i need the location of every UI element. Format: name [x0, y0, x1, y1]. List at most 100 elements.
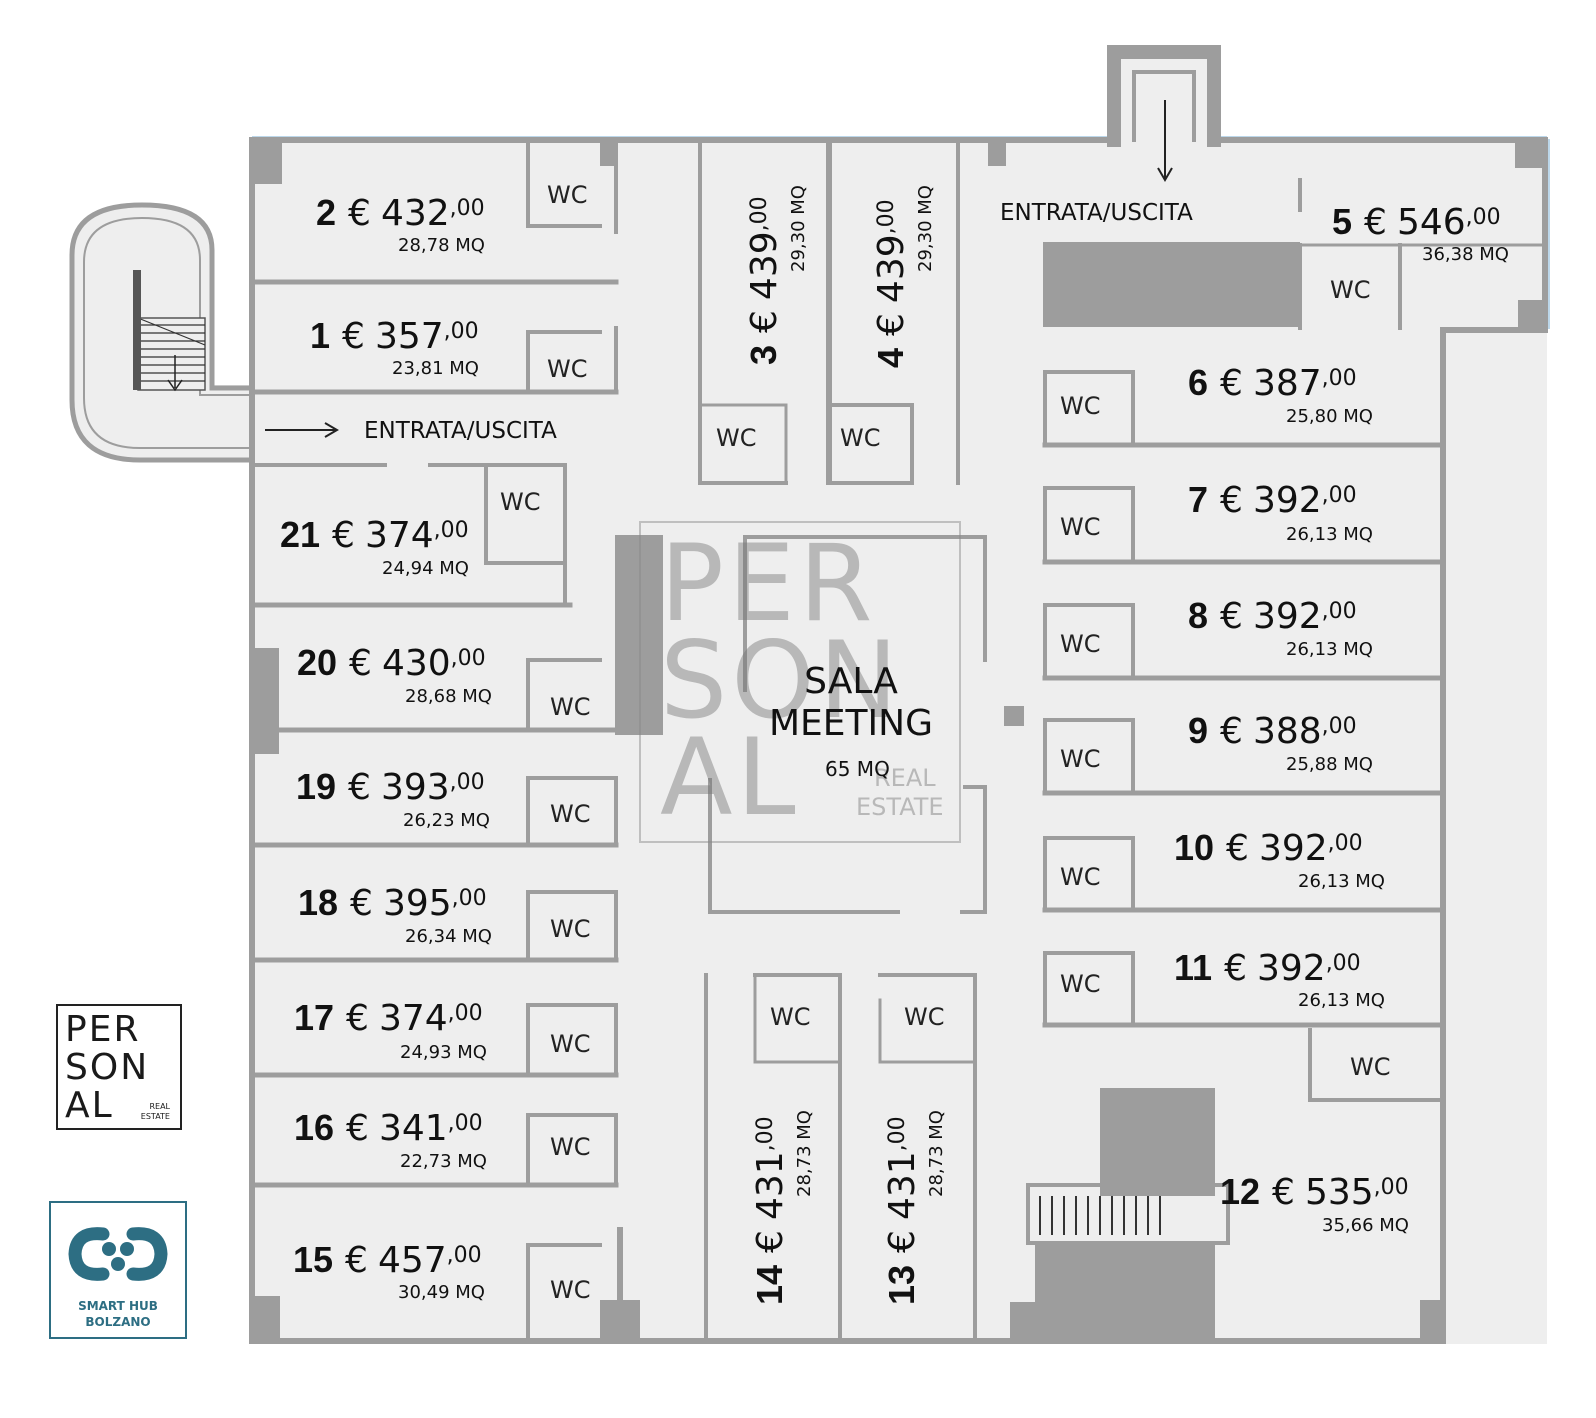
wc-label: WC	[1060, 513, 1101, 541]
watermark-line3: AL	[660, 716, 800, 839]
unit-number: 9	[1188, 710, 1208, 751]
unit-area: 24,94 MQ	[382, 558, 469, 579]
unit-area: 23,81 MQ	[392, 358, 479, 379]
unit-area: 28,73 MQ	[926, 1110, 947, 1197]
unit-5: 5€546,00 36,38 MQ	[1332, 201, 1509, 265]
wc-label: WC	[1060, 863, 1101, 891]
unit-area: 26,13 MQ	[1298, 990, 1385, 1011]
unit-price: 341	[379, 1108, 448, 1149]
unit-number: 13	[881, 1265, 922, 1305]
logo-sub2: ESTATE	[140, 1112, 170, 1121]
hub-line1: SMART HUB	[78, 1299, 158, 1313]
unit-price: 439	[744, 231, 785, 300]
unit-area: 28,78 MQ	[398, 235, 485, 256]
unit-price-cents: ,00	[444, 319, 479, 344]
unit-area: 26,23 MQ	[403, 810, 490, 831]
unit-number: 8	[1188, 595, 1208, 636]
wc-label: WC	[550, 693, 591, 721]
svg-text:12€535,00: 12€535,00	[1220, 1171, 1409, 1213]
svg-text:1€357,00: 1€357,00	[310, 315, 479, 357]
unit-number: 3	[743, 345, 784, 365]
stair-left	[133, 270, 206, 392]
unit-number: 14	[749, 1265, 790, 1305]
unit-price-cents: ,00	[1326, 951, 1361, 976]
unit-price-cents: ,00	[448, 1111, 483, 1136]
unit-number: 10	[1174, 827, 1214, 868]
unit-price-cents: ,00	[1322, 483, 1357, 508]
floor-area	[72, 52, 1547, 1344]
unit-price: 392	[1259, 828, 1328, 869]
wc-label: WC	[547, 181, 588, 209]
unit-price-cents: ,00	[1374, 1175, 1409, 1200]
unit-price: 430	[382, 643, 451, 684]
currency-symbol: €	[346, 998, 369, 1039]
svg-text:8€392,00: 8€392,00	[1188, 595, 1357, 637]
meeting-area: 65 MQ	[825, 757, 890, 781]
unit-price: 388	[1253, 711, 1322, 752]
svg-text:10€392,00: 10 €392,00	[1174, 827, 1363, 869]
unit-price-cents: ,00	[753, 1116, 778, 1151]
unit-price: 432	[381, 193, 450, 234]
watermark-line1: PER	[660, 522, 877, 645]
svg-text:15€457,00: 15€457,00	[293, 1239, 482, 1281]
unit-price: 374	[365, 515, 434, 556]
unit-9: 9€388,00 25,88 MQ	[1188, 710, 1373, 775]
unit-area: 22,73 MQ	[400, 1151, 487, 1172]
unit-11: 11 €392,00 26,13 MQ	[1174, 947, 1385, 1011]
unit-area: 35,66 MQ	[1322, 1215, 1409, 1236]
unit-price-cents: ,00	[1322, 714, 1357, 739]
currency-symbol: €	[1224, 948, 1247, 989]
wc-label: WC	[500, 488, 541, 516]
unit-number: 7	[1188, 479, 1208, 520]
unit-price: 374	[379, 998, 448, 1039]
wc-label: WC	[770, 1003, 811, 1031]
unit-15: 15€457,00 30,49 MQ	[293, 1239, 485, 1303]
currency-symbol: €	[332, 515, 355, 556]
unit-price: 546	[1397, 202, 1466, 243]
unit-number: 5	[1332, 201, 1352, 242]
currency-symbol: €	[346, 1108, 369, 1149]
wc-label: WC	[1350, 1053, 1391, 1081]
watermark: PER SON AL REAL ESTATE	[639, 521, 961, 843]
unit-number: 6	[1188, 362, 1208, 403]
unit-13: 13€431,00 28,73 MQ	[881, 1110, 947, 1305]
currency-symbol: €	[1272, 1172, 1295, 1213]
unit-area: 24,93 MQ	[400, 1042, 487, 1063]
unit-area: 28,68 MQ	[405, 686, 492, 707]
watermark-sub1: REAL	[874, 764, 936, 792]
currency-symbol: €	[350, 883, 373, 924]
unit-number: 2	[316, 192, 336, 233]
wc-label: WC	[547, 355, 588, 383]
currency-symbol: €	[871, 313, 912, 336]
currency-symbol: €	[1220, 711, 1243, 752]
currency-symbol: €	[348, 193, 371, 234]
svg-text:16€341,00: 16 €341,00	[294, 1107, 483, 1149]
currency-symbol: €	[1364, 202, 1387, 243]
unit-price-cents: ,00	[747, 196, 772, 231]
wc-label: WC	[550, 1276, 591, 1304]
unit-number: 21	[280, 514, 320, 555]
unit-3: 3€439,00 29,30 MQ	[743, 185, 809, 365]
unit-price-cents: ,00	[885, 1116, 910, 1151]
unit-price: 395	[383, 883, 452, 924]
unit-number: 11	[1174, 947, 1212, 988]
smart-hub-icon	[68, 1227, 168, 1281]
currency-symbol: €	[1226, 828, 1249, 869]
wc-label: WC	[1060, 745, 1101, 773]
wc-label: WC	[1060, 630, 1101, 658]
unit-price: 392	[1257, 948, 1326, 989]
svg-text:13€431,00: 13€431,00	[881, 1116, 923, 1305]
unit-14: 14€431,00 28,73 MQ	[749, 1110, 815, 1305]
unit-price: 457	[378, 1240, 447, 1281]
unit-price-cents: ,00	[1328, 831, 1363, 856]
svg-text:17€374,00: 17€374,00	[294, 997, 483, 1039]
unit-4: 4€439,00 29,30 MQ	[870, 185, 936, 368]
currency-symbol: €	[750, 1230, 791, 1253]
unit-area: 29,30 MQ	[915, 185, 936, 272]
unit-16: 16 €341,00 22,73 MQ	[294, 1107, 487, 1172]
unit-price-cents: ,00	[1322, 366, 1357, 391]
unit-area: 26,13 MQ	[1286, 524, 1373, 545]
unit-number: 16	[294, 1107, 334, 1148]
wc-label: WC	[550, 1030, 591, 1058]
wc-label: WC	[550, 915, 591, 943]
